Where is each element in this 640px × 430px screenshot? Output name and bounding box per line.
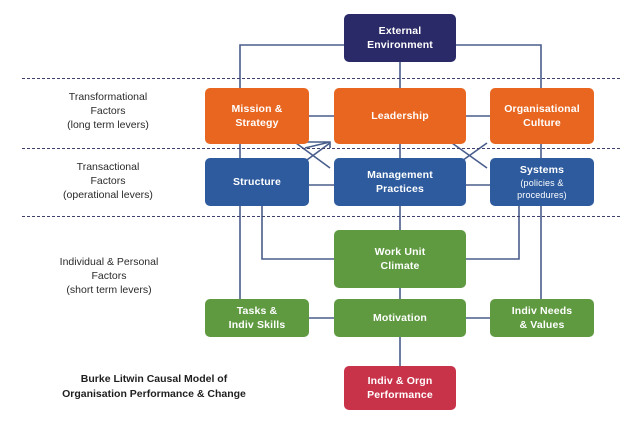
band-label-line1: Transformational <box>68 91 148 103</box>
node-mission-strategy[interactable]: Mission & Strategy <box>205 88 309 144</box>
node-label-line2: Culture <box>523 117 561 129</box>
band-label-line1: Individual & Personal <box>59 256 159 268</box>
node-motivation[interactable]: Motivation <box>334 299 466 337</box>
node-leadership[interactable]: Leadership <box>334 88 466 144</box>
wire-cross-left-a <box>304 141 331 149</box>
divider-top <box>22 78 620 79</box>
wire-ee-to-culture <box>456 44 542 88</box>
divider-bottom <box>22 216 620 217</box>
node-label-line1: Structure <box>232 176 282 188</box>
wire-systems-climate <box>466 206 520 260</box>
band-label-line3: (operational levers) <box>63 189 153 201</box>
band-label-line2: Factors <box>90 105 126 117</box>
node-indiv-orgn-performance[interactable]: Indiv & Orgn Performance <box>344 366 456 410</box>
band-label-transformational: Transformational Factors (long term leve… <box>20 90 196 132</box>
band-label-line3: (short term levers) <box>66 284 152 296</box>
node-tasks-indiv-skills[interactable]: Tasks & Indiv Skills <box>205 299 309 337</box>
node-label-line1: Motivation <box>373 312 427 324</box>
caption-line1: Burke Litwin Causal Model of <box>80 373 228 385</box>
node-label-line1: Tasks & <box>236 305 278 317</box>
node-label-line2: Performance <box>367 389 433 401</box>
node-label-line2: Climate <box>380 260 420 272</box>
wire-structure-climate <box>261 206 334 260</box>
node-label-line2: Practices <box>375 183 425 195</box>
node-label-line1: Management <box>367 169 433 181</box>
wire-ee-to-mission <box>239 44 344 88</box>
node-label-sub2: procedures) <box>517 190 567 200</box>
diagram-caption: Burke Litwin Causal Model of Organisatio… <box>28 372 280 402</box>
node-management-practices[interactable]: Management Practices <box>334 158 466 206</box>
node-label-line2: Strategy <box>235 117 279 129</box>
node-label-line1: Indiv & Orgn <box>367 375 433 387</box>
band-label-line1: Transactional <box>76 161 140 173</box>
node-work-unit-climate[interactable]: Work Unit Climate <box>334 230 466 288</box>
band-label-transactional: Transactional Factors (operational lever… <box>20 160 196 202</box>
node-label-line1: Mission & <box>231 103 283 115</box>
band-label-line2: Factors <box>91 270 127 282</box>
band-label-individual: Individual & Personal Factors (short ter… <box>14 255 204 297</box>
node-label-line1: Systems <box>519 164 565 176</box>
node-organisational-culture[interactable]: Organisational Culture <box>490 88 594 144</box>
node-indiv-needs-values[interactable]: Indiv Needs & Values <box>490 299 594 337</box>
node-label-line2: & Values <box>519 319 565 331</box>
band-label-line2: Factors <box>90 175 126 187</box>
node-label-line1: Leadership <box>371 110 429 122</box>
band-label-line3: (long term levers) <box>67 119 149 131</box>
node-label-line2: Environment <box>367 39 433 51</box>
node-label-line1: Organisational <box>504 103 580 115</box>
divider-middle <box>22 148 620 149</box>
node-label-line2: Indiv Skills <box>228 319 286 331</box>
node-label-line1: Work Unit <box>374 246 426 258</box>
node-label-line1: External <box>378 25 422 37</box>
node-structure[interactable]: Structure <box>205 158 309 206</box>
node-label-line1: Indiv Needs <box>511 305 573 317</box>
caption-line2: Organisation Performance & Change <box>62 388 246 400</box>
node-external-environment[interactable]: External Environment <box>344 14 456 62</box>
node-systems[interactable]: Systems (policies & procedures) <box>490 158 594 206</box>
node-label-sub1: (policies & <box>520 178 564 188</box>
